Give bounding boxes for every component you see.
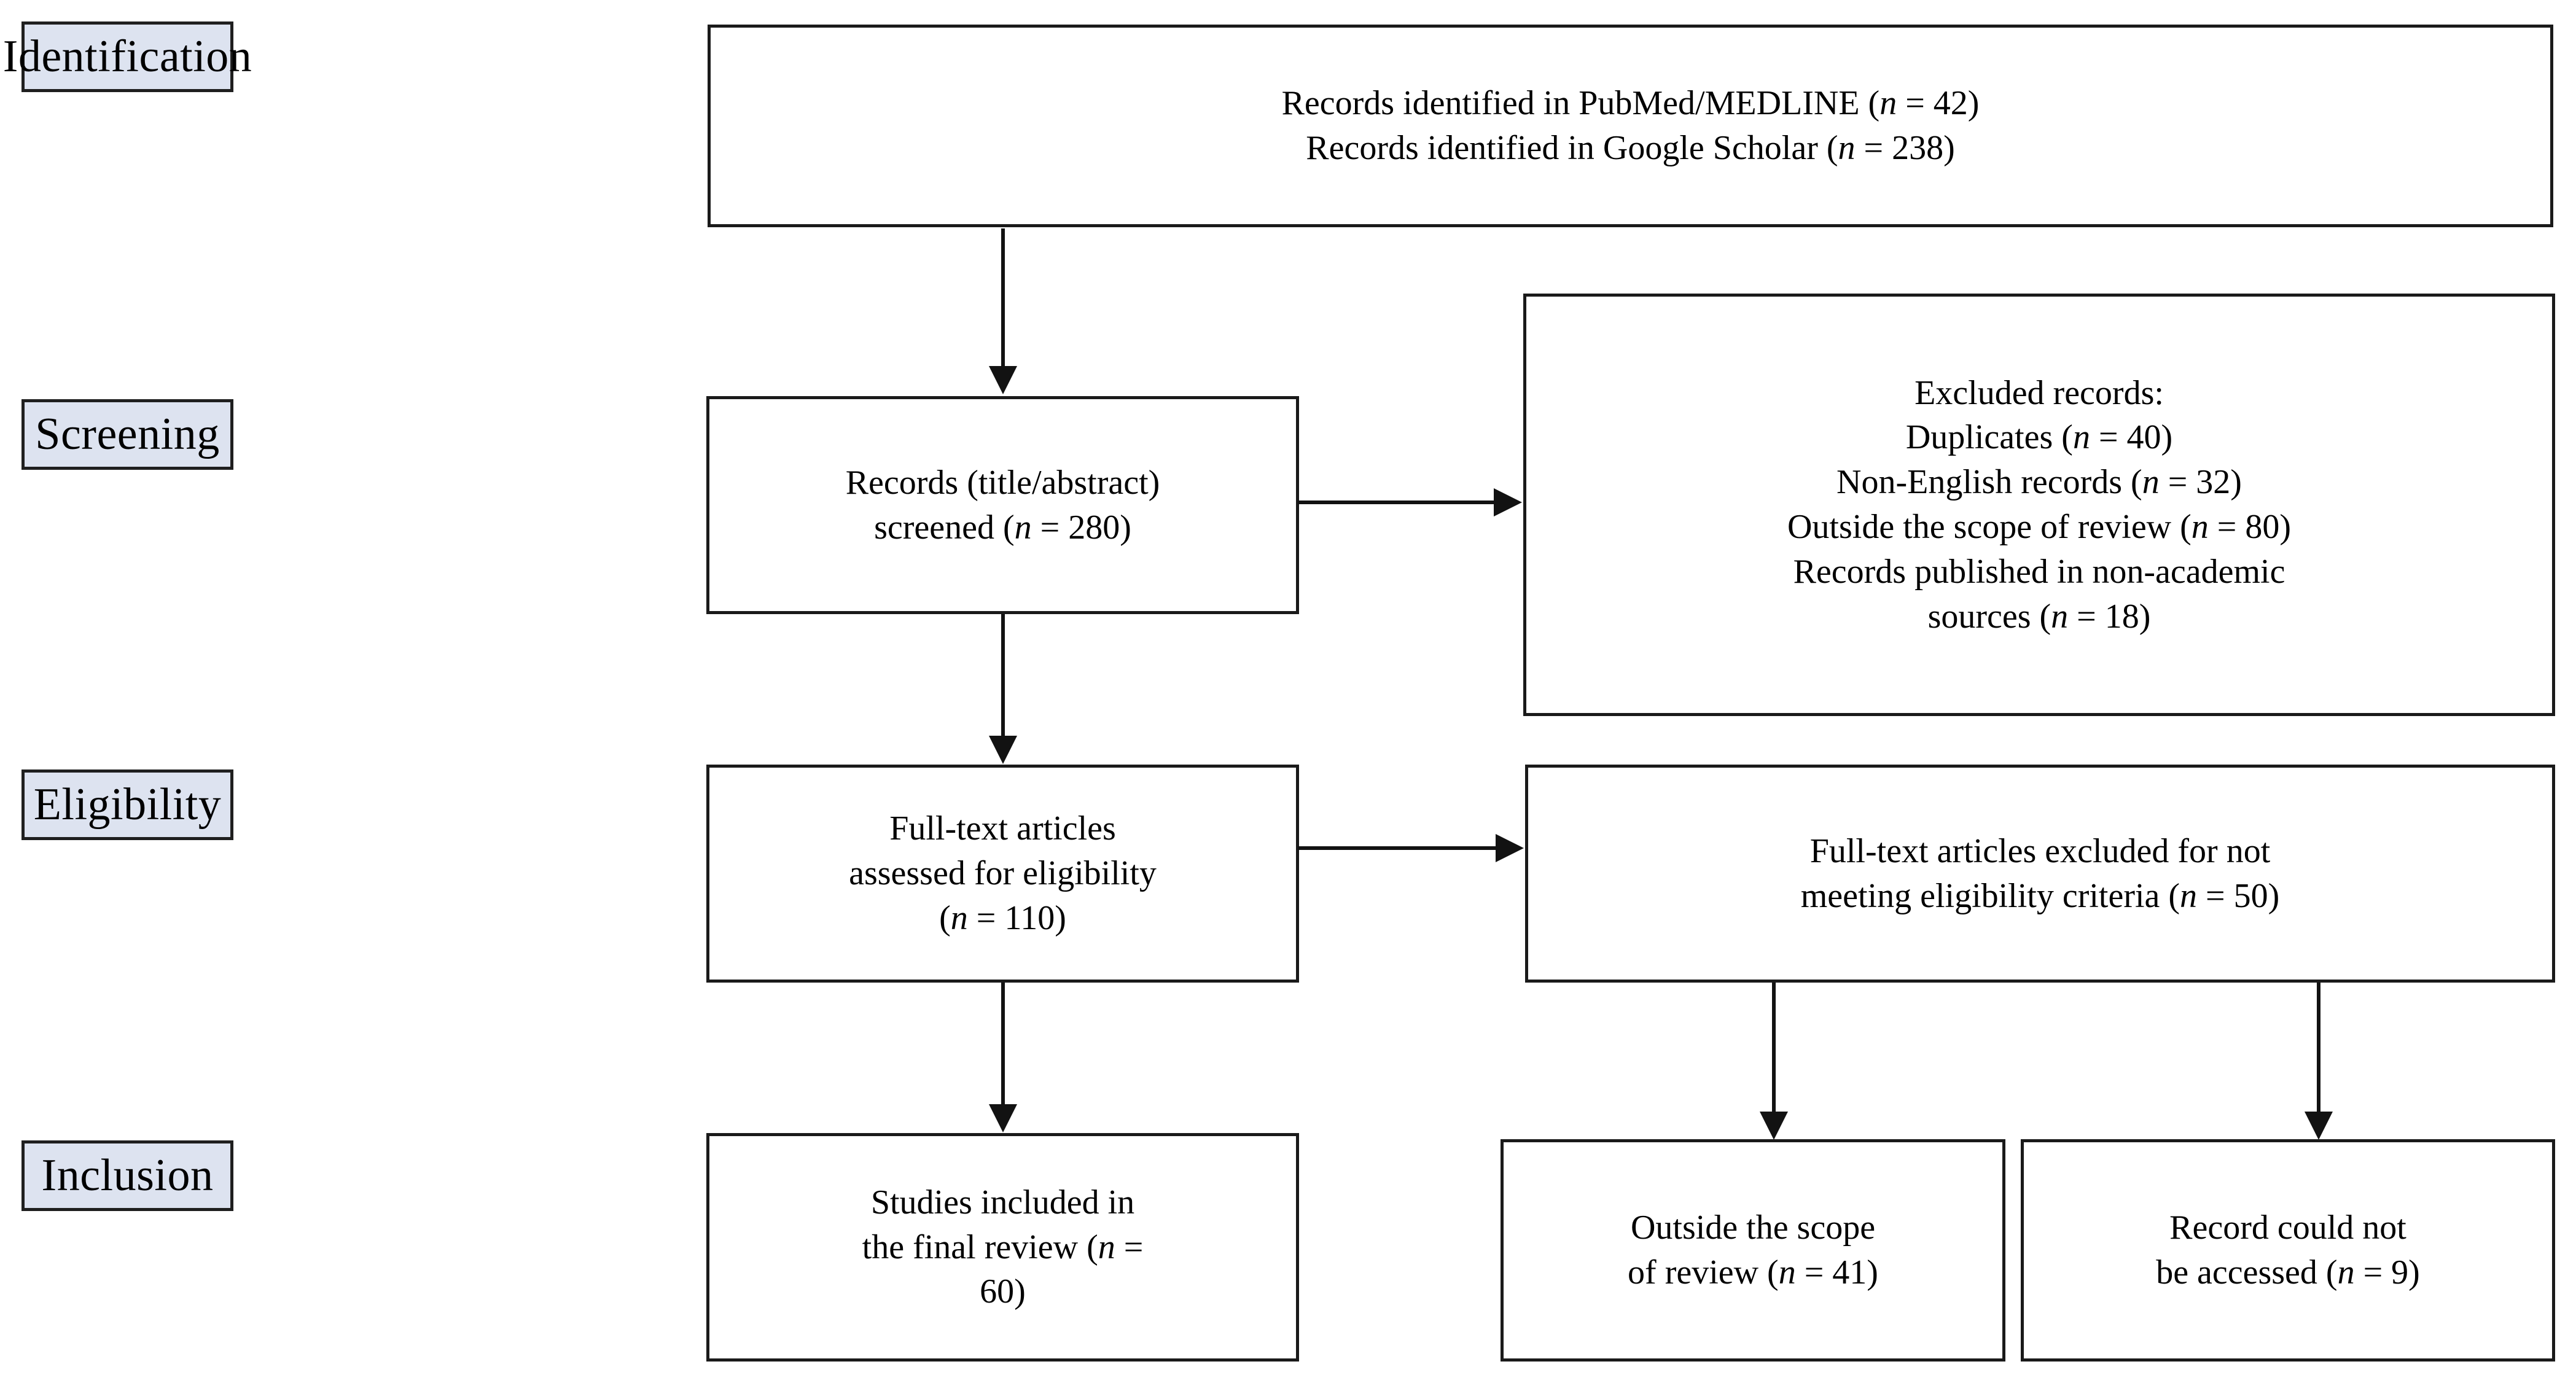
excluded-records-line-2-prefix: Duplicates ( [1905,418,2073,457]
excluded-records-line-4-value: = 80) [2208,508,2291,546]
connector-screened-to-excluded [1298,501,1496,504]
excluded-records-line-6-prefix: sources ( [1927,597,2051,636]
included-studies-line-2-value: = [1115,1228,1144,1266]
fulltext-assessed-line-3-value: = 110) [967,898,1066,937]
arrow-identified-to-screened-icon [989,366,1017,394]
arrow-excluded-to-not-accessed-icon [2305,1112,2333,1140]
records-screened-line-2-n: n [1014,508,1032,547]
arrow-screened-to-excluded-icon [1494,488,1522,516]
box-record-not-accessed: Record could not be accessed (n = 9) [2021,1139,2555,1362]
outside-scope-line-2-prefix: of review ( [1628,1253,1779,1291]
fulltext-assessed-line-2: assessed for eligibility [849,854,1157,893]
arrow-excluded-to-outside-scope-icon [1760,1112,1788,1140]
fulltext-excluded-line-2-n: n [2180,876,2198,915]
records-screened-line-2-value: = 280) [1031,508,1131,547]
excluded-records-line-6-value: = 18) [2068,597,2151,636]
arrow-screened-to-fulltext-icon [989,736,1017,764]
included-studies-line-1: Studies included in [870,1183,1135,1221]
included-studies-line-2-n: n [1098,1228,1115,1266]
box-records-identified: Records identified in PubMed/MEDLINE (n … [708,25,2553,227]
connector-assessed-to-excluded [1298,846,1497,850]
records-identified-line-2-n: n [1838,129,1856,167]
excluded-records-line-6-n: n [2051,597,2069,636]
fulltext-assessed-line-1: Full-text articles [889,809,1116,848]
records-screened-line-1: Records (title/abstract) [845,463,1160,502]
excluded-records-line-3-prefix: Non-English records ( [1836,463,2142,502]
outside-scope-line-2: of review (n = 41) [1512,1250,1994,1295]
excluded-records-line-4-n: n [2191,508,2209,546]
not-accessed-line-2: be accessed (n = 9) [2032,1250,2543,1295]
stage-label-screening-text: Screening [35,409,220,460]
records-screened-line-2-prefix: screened ( [874,508,1015,547]
included-studies-line-2: the final review (n = [718,1225,1287,1270]
excluded-records-line-6: sources (n = 18) [1535,594,2543,639]
stage-label-identification-text: Identification [2,31,252,82]
not-accessed-line-1: Record could not [2169,1209,2406,1247]
excluded-records-line-3-value: = 32) [2159,463,2242,502]
outside-scope-line-2-n: n [1778,1253,1796,1291]
box-included-studies: Studies included in the final review (n … [706,1133,1299,1362]
stage-label-identification: Identification [3,21,252,92]
stage-label-eligibility-text: Eligibility [33,779,222,830]
not-accessed-line-2-prefix: be accessed ( [2156,1253,2338,1291]
fulltext-excluded-line-1: Full-text articles excluded for not [1809,832,2271,870]
stage-label-screening: Screening [21,399,233,470]
excluded-records-line-4-prefix: Outside the scope of review ( [1787,508,2192,546]
excluded-records-line-3-n: n [2142,463,2160,502]
excluded-records-line-3: Non-English records (n = 32) [1535,460,2543,505]
connector-identified-to-screened [1001,228,1005,368]
outside-scope-line-1: Outside the scope [1630,1209,1876,1247]
excluded-records-line-4: Outside the scope of review (n = 80) [1535,505,2543,550]
stage-label-eligibility: Eligibility [21,769,233,840]
fulltext-excluded-line-2-prefix: meeting eligibility criteria ( [1800,876,2180,915]
records-screened-line-2: screened (n = 280) [718,505,1287,550]
excluded-records-line-2: Duplicates (n = 40) [1535,415,2543,460]
records-identified-line-1-prefix: Records identified in PubMed/MEDLINE ( [1281,84,1880,123]
included-studies-line-3: 60) [980,1272,1026,1311]
stage-label-inclusion: Inclusion [21,1140,233,1211]
connector-excluded-to-outside-scope [1772,983,1776,1113]
included-studies-line-2-prefix: the final review ( [862,1228,1098,1266]
records-identified-line-1-value: = 42) [1897,84,1980,123]
outside-scope-line-2-value: = 41) [1795,1253,1878,1291]
records-identified-line-1: Records identified in PubMed/MEDLINE (n … [719,81,2542,126]
records-identified-line-1-n: n [1879,84,1897,123]
box-excluded-records: Excluded records: Duplicates (n = 40) No… [1523,294,2555,716]
excluded-records-line-2-n: n [2072,418,2090,457]
excluded-records-line-1: Excluded records: [1914,373,2164,412]
fulltext-assessed-line-3-prefix: ( [939,898,951,937]
not-accessed-line-2-value: = 9) [2354,1253,2420,1291]
fulltext-excluded-line-2-value: = 50) [2197,876,2280,915]
connector-screened-to-fulltext [1001,614,1005,737]
connector-assessed-to-included [1001,983,1005,1105]
box-outside-scope: Outside the scope of review (n = 41) [1501,1139,2005,1362]
arrow-assessed-to-excluded-icon [1496,834,1524,862]
records-identified-line-2: Records identified in Google Scholar (n … [719,126,2542,171]
records-identified-line-2-value: = 238) [1855,129,1955,167]
not-accessed-line-2-n: n [2337,1253,2355,1291]
box-fulltext-excluded: Full-text articles excluded for not meet… [1525,765,2555,983]
arrow-assessed-to-included-icon [989,1104,1017,1132]
fulltext-assessed-line-3: (n = 110) [718,896,1287,941]
fulltext-assessed-line-3-n: n [950,898,968,937]
box-fulltext-assessed: Full-text articles assessed for eligibil… [706,765,1299,983]
stage-label-inclusion-text: Inclusion [41,1150,214,1201]
excluded-records-line-2-value: = 40) [2090,418,2173,457]
box-records-screened: Records (title/abstract) screened (n = 2… [706,396,1299,614]
records-identified-line-2-prefix: Records identified in Google Scholar ( [1306,129,1838,167]
excluded-records-line-5: Records published in non-academic [1793,552,2285,591]
fulltext-excluded-line-2: meeting eligibility criteria (n = 50) [1537,874,2543,919]
connector-excluded-to-not-accessed [2317,983,2320,1113]
